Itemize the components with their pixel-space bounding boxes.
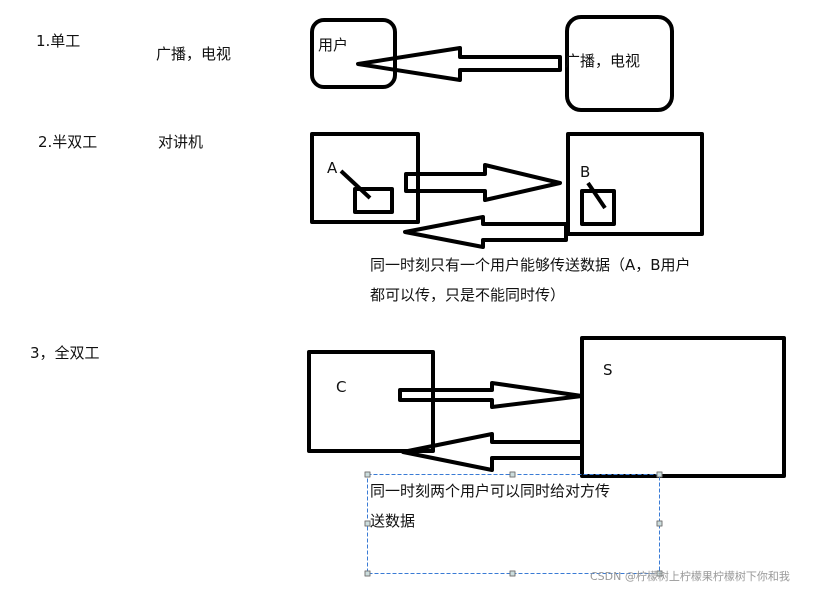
section-1-title: 1.单工 <box>36 32 81 50</box>
section-2-title: 2.半双工 <box>38 133 98 151</box>
full-duplex-arrow-right <box>398 381 584 409</box>
device-a-pointer <box>339 169 372 200</box>
label-c: C <box>336 378 347 396</box>
box-s <box>580 336 786 478</box>
full-duplex-note-1[interactable]: 同一时刻两个用户可以同时给对方传 <box>370 482 611 500</box>
device-a <box>353 187 394 214</box>
label-a: A <box>327 159 338 177</box>
broadcast-box <box>565 15 674 112</box>
section-2-example: 对讲机 <box>158 133 204 151</box>
device-b <box>580 189 616 226</box>
section-3-title: 3，全双工 <box>30 344 100 362</box>
box-b <box>566 132 704 236</box>
half-duplex-arrow-left <box>403 215 568 249</box>
device-b-pointer <box>586 181 607 210</box>
watermark: CSDN @柠檬树上柠檬果柠檬树下你和我 <box>590 570 790 583</box>
user-box <box>310 18 397 89</box>
full-duplex-note-2[interactable]: 送数据 <box>370 512 416 530</box>
box-a <box>310 132 420 224</box>
label-b: B <box>580 163 591 181</box>
full-duplex-arrow-left <box>401 432 584 472</box>
user-label: 用户 <box>318 36 349 54</box>
half-duplex-note-1: 同一时刻只有一个用户能够传送数据（A，B用户 <box>370 256 691 274</box>
half-duplex-note-2: 都可以传，只是不能同时传） <box>370 286 566 304</box>
half-duplex-arrow-right <box>404 163 562 202</box>
section-1-example: 广播，电视 <box>156 45 232 63</box>
simplex-arrow <box>356 46 562 82</box>
label-s: S <box>603 361 613 379</box>
broadcast-label: 广播，电视 <box>565 52 641 70</box>
